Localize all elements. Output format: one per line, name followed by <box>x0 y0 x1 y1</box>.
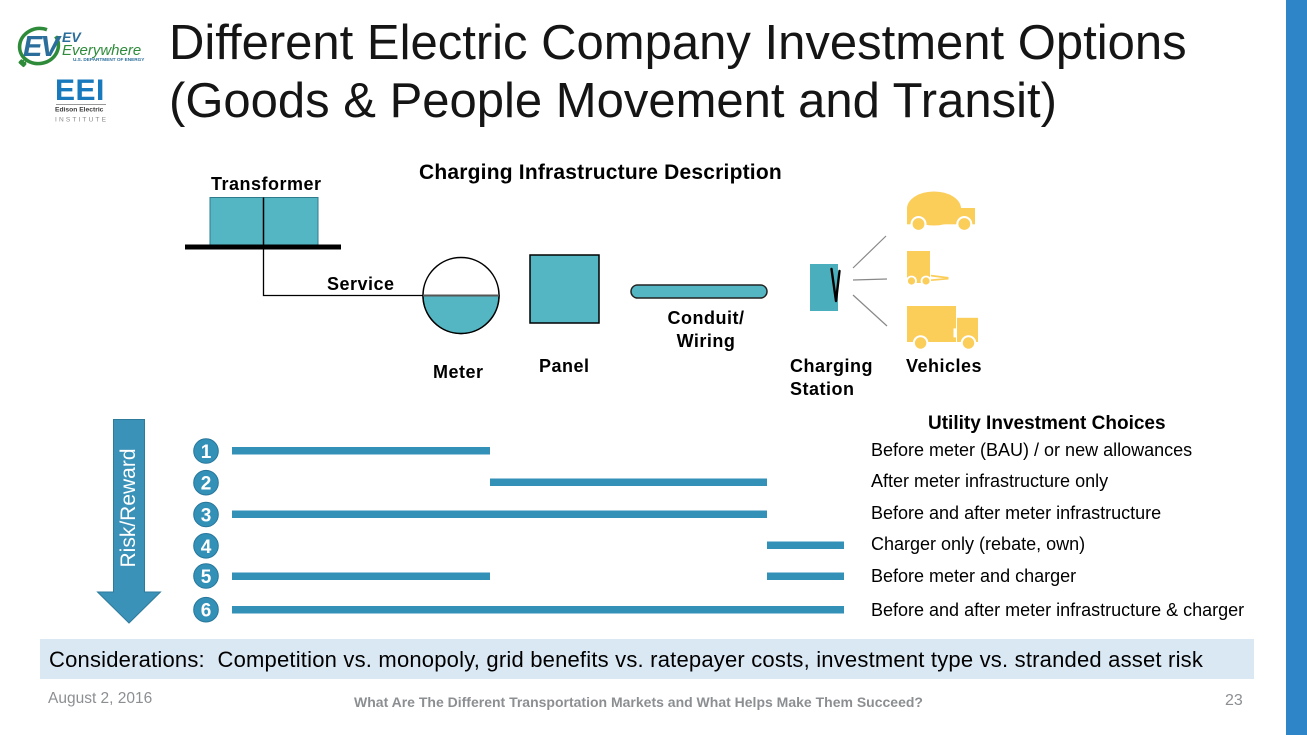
svg-text:4: 4 <box>201 537 212 558</box>
svg-text:6: 6 <box>201 601 212 622</box>
svg-text:EV: EV <box>23 31 62 63</box>
svg-text:2: 2 <box>201 474 212 495</box>
svg-text:3: 3 <box>201 506 212 527</box>
svg-text:5: 5 <box>201 567 212 588</box>
svg-text:1: 1 <box>201 442 212 463</box>
